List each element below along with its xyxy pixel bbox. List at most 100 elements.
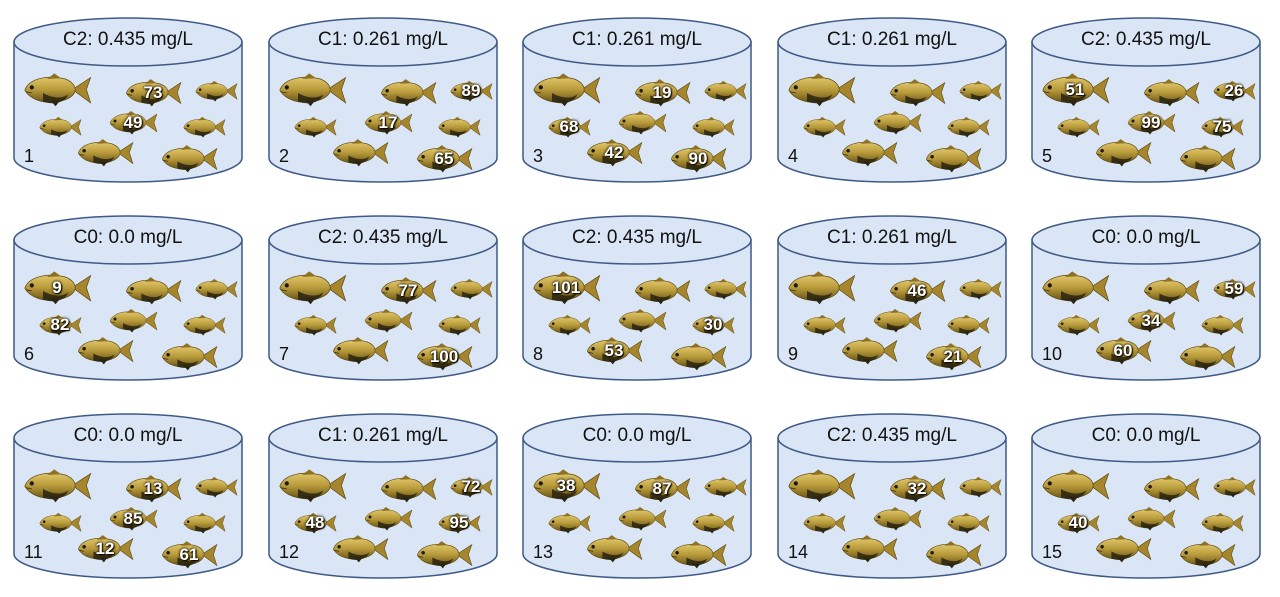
fish-icon: [924, 144, 982, 173]
fish-icon: 60: [1094, 336, 1152, 365]
fish-icon: 17: [363, 110, 413, 135]
fish-icon: [363, 506, 413, 531]
fish-icon: 32: [888, 474, 946, 503]
tank-number: 3: [533, 146, 544, 166]
fish-icon: [1142, 78, 1200, 107]
fish-icon: 53: [585, 336, 643, 365]
fish-icon: [1056, 314, 1100, 336]
fish-icon: [958, 80, 1002, 102]
fish-icon: 89: [449, 80, 493, 102]
fish-icon: [1126, 506, 1176, 531]
tank-number: 5: [1042, 146, 1053, 166]
fish-icon: [669, 342, 727, 371]
tank-concentration-label: C1: 0.261 mg/L: [318, 29, 448, 50]
fish-icon: [363, 308, 413, 333]
fish-icon: [108, 308, 158, 333]
tank-number: 11: [24, 542, 43, 562]
fish-icon: 30: [691, 314, 735, 336]
tank-concentration-label: C0: 0.0 mg/L: [1091, 425, 1201, 446]
tank-concentration-label: C1: 0.261 mg/L: [827, 227, 957, 248]
fish-icon: 13: [124, 474, 182, 503]
fish-icon: [924, 540, 982, 569]
fish-icon: [547, 314, 591, 336]
fish-icon: [1178, 540, 1236, 569]
tank-cylinder: [268, 17, 498, 183]
fish-icon: [22, 72, 92, 107]
fish-icon: [160, 342, 218, 371]
fish-icon: 40: [1056, 512, 1100, 534]
fish-icon: 73: [124, 78, 182, 107]
fish-icon: [946, 314, 990, 336]
fish-icon: 99: [1126, 110, 1176, 135]
fish-icon: [194, 476, 238, 498]
fish-icon: [1200, 512, 1244, 534]
fish-icon: 77: [379, 276, 437, 305]
fish-icon: [277, 468, 347, 503]
fish-icon: [703, 476, 747, 498]
fish-icon: [872, 308, 922, 333]
fish-icon: [38, 116, 82, 138]
fish-icon: [182, 512, 226, 534]
fish-icon: 12: [76, 534, 134, 563]
tank-number: 4: [788, 146, 799, 166]
fish-icon: 85: [108, 506, 158, 531]
fish-icon: 9: [22, 270, 92, 305]
fish-icon: 100: [415, 342, 473, 371]
fish-icon: [76, 336, 134, 365]
fish-icon: [1094, 534, 1152, 563]
fish-icon: [531, 72, 601, 107]
fish-icon: 51: [1040, 72, 1110, 107]
tank-number: 14: [788, 542, 809, 562]
fish-icon: [38, 512, 82, 534]
fish-icon: [379, 78, 437, 107]
tank-concentration-label: C2: 0.435 mg/L: [63, 29, 193, 50]
fish-icon: [379, 474, 437, 503]
fish-icon: 48: [293, 512, 337, 534]
fish-icon: 21: [924, 342, 982, 371]
fish-icon: [946, 116, 990, 138]
tank-concentration-label: C1: 0.261 mg/L: [318, 425, 448, 446]
tank-concentration-label: C1: 0.261 mg/L: [572, 29, 702, 50]
fish-icon: [1142, 276, 1200, 305]
fish-icon: [1040, 270, 1110, 305]
fish-icon: 65: [415, 144, 473, 173]
fish-icon: 26: [1212, 80, 1256, 102]
fish-icon: [331, 534, 389, 563]
fish-icon: [958, 476, 1002, 498]
fish-icon: 101: [531, 270, 601, 305]
fish-icon: [415, 540, 473, 569]
fish-icon: [194, 278, 238, 300]
fish-icon: 61: [160, 540, 218, 569]
fish-icon: [802, 314, 846, 336]
fish-icon: 82: [38, 314, 82, 336]
fish-icon: [331, 336, 389, 365]
fish-icon: 34: [1126, 308, 1176, 333]
tank-number: 9: [788, 344, 799, 364]
fish-icon: [182, 116, 226, 138]
fish-icon: 46: [888, 276, 946, 305]
tank-concentration-label: C2: 0.435 mg/L: [572, 227, 702, 248]
tank-number: 6: [24, 344, 35, 364]
tank-number: 2: [279, 146, 290, 166]
fish-icon: [293, 116, 337, 138]
tank-concentration-label: C0: 0.0 mg/L: [73, 425, 183, 446]
fish-icon: [437, 116, 481, 138]
fish-icon: 42: [585, 138, 643, 167]
tank-number: 15: [1042, 542, 1063, 562]
tank-11: C0: 0.0 mg/L 13 85 12 61 11: [12, 412, 244, 582]
tank-number: 10: [1042, 344, 1063, 364]
fish-icon: 75: [1200, 116, 1244, 138]
